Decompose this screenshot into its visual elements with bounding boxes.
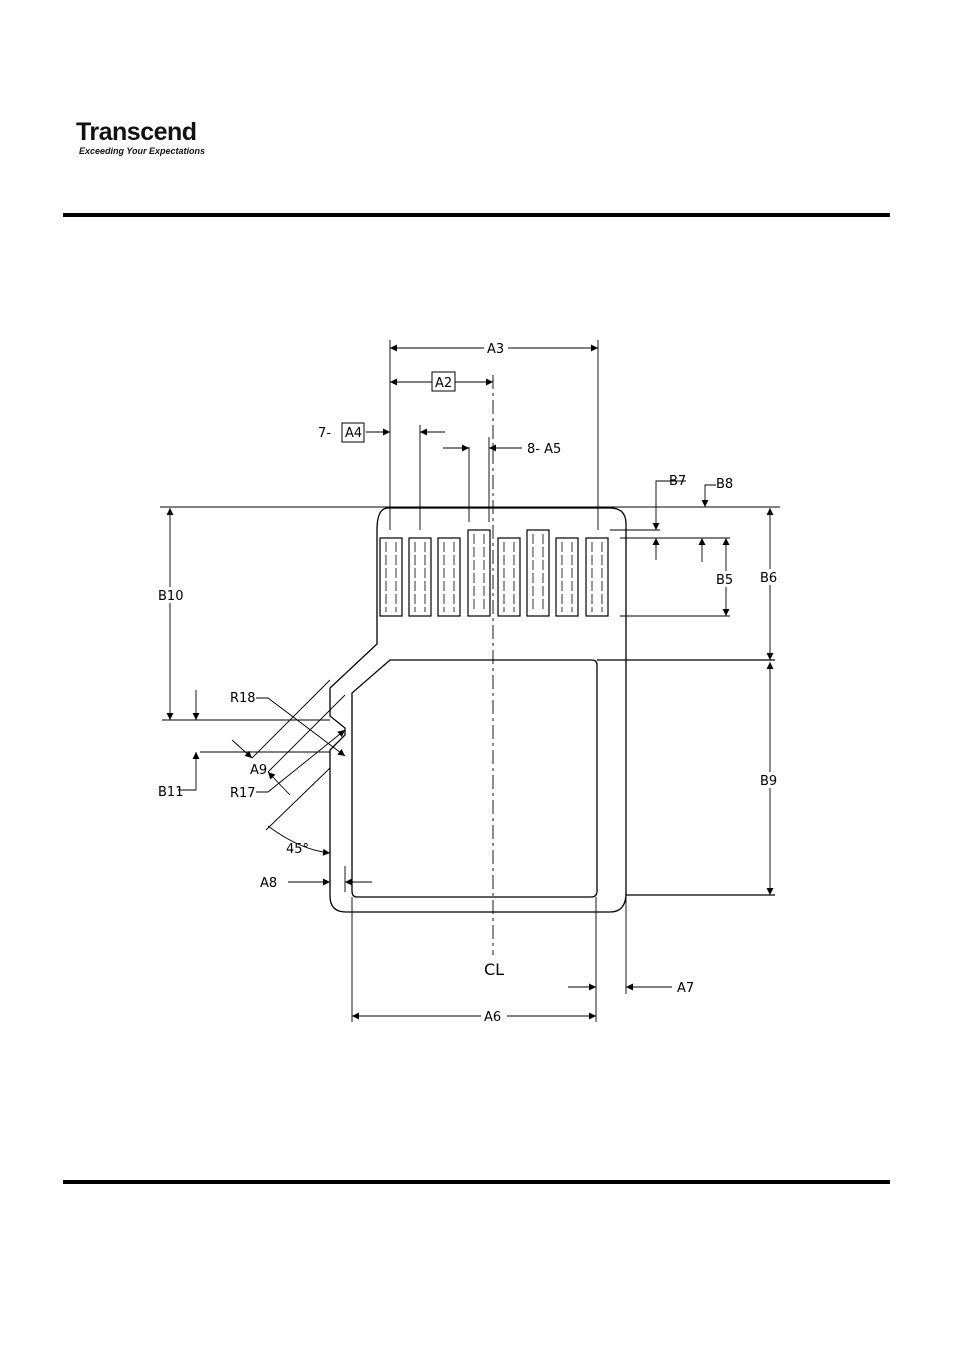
r18-leader — [256, 698, 345, 756]
r17-label: R17 — [230, 786, 256, 801]
b10-label: B10 — [158, 589, 183, 604]
a8-label: A8 — [260, 876, 277, 891]
r18-label: R18 — [230, 691, 256, 706]
b7-label: B7 — [669, 474, 686, 489]
contact-pad — [586, 538, 608, 616]
a6-label: A6 — [484, 1010, 501, 1025]
b8-leader — [705, 485, 716, 507]
card-outline — [330, 508, 775, 912]
contact-pad — [380, 538, 402, 616]
b11-label: B11 — [158, 785, 183, 800]
angle-label: 45° — [286, 842, 309, 857]
a7-label: A7 — [677, 981, 694, 996]
b9-label: B9 — [760, 774, 777, 789]
contact-pad — [556, 538, 578, 616]
contact-pad — [498, 538, 520, 616]
a4-count-label: 7- — [318, 426, 331, 441]
card-inner-edge — [352, 660, 597, 897]
a2-label: A2 — [435, 376, 452, 391]
a3-label: A3 — [487, 342, 504, 357]
a9-label: A9 — [250, 763, 267, 778]
contact-pad-inner-lines — [386, 534, 602, 612]
contact-pad — [527, 530, 549, 616]
centerline-label: CL — [484, 960, 504, 979]
contact-pad — [468, 530, 490, 616]
a5-label: 8- A5 — [527, 442, 561, 457]
card-outer-edge — [330, 508, 626, 912]
b6-label: B6 — [760, 571, 777, 586]
contact-pads — [380, 530, 608, 616]
angle-reference-line — [266, 768, 330, 830]
a4-label: A4 — [345, 426, 362, 441]
footer-rule — [63, 1180, 890, 1184]
contact-pad — [438, 538, 460, 616]
contact-pad — [409, 538, 431, 616]
b5-label: B5 — [716, 573, 733, 588]
b8-label: B8 — [716, 477, 733, 492]
